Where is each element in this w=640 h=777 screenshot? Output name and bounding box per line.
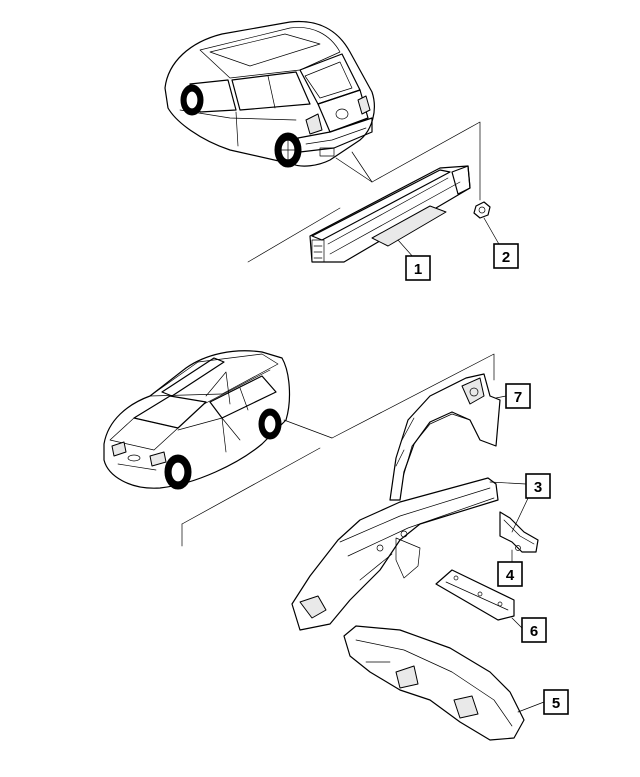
rear-floor-side-rail bbox=[291, 477, 499, 631]
bracket bbox=[499, 511, 539, 553]
leader-callout-3b bbox=[511, 493, 531, 533]
svg-text:7: 7 bbox=[514, 389, 522, 406]
vehicle-front-view bbox=[103, 350, 291, 490]
svg-text:2: 2 bbox=[502, 249, 510, 266]
callout-3: 3 bbox=[525, 473, 551, 499]
leader-callout-6 bbox=[511, 617, 523, 629]
leader-callout-1 bbox=[397, 239, 415, 259]
callout-5: 5 bbox=[543, 689, 569, 715]
leader-callout-7 bbox=[495, 395, 507, 399]
nut-fastener bbox=[473, 201, 491, 219]
svg-text:4: 4 bbox=[506, 567, 515, 584]
svg-text:6: 6 bbox=[530, 623, 538, 640]
rear-bumper-beam bbox=[309, 165, 471, 263]
callout-7: 7 bbox=[505, 383, 531, 409]
callout-6: 6 bbox=[521, 617, 547, 643]
reinforcement-plate bbox=[435, 569, 515, 621]
callout-4: 4 bbox=[497, 561, 523, 587]
rear-floor-crossmember bbox=[343, 625, 525, 741]
callout-2: 2 bbox=[493, 243, 519, 269]
leader-callout-5 bbox=[517, 701, 545, 713]
leader-callout-2 bbox=[483, 217, 501, 247]
vehicle-rear-view bbox=[164, 20, 375, 168]
callout-1: 1 bbox=[405, 255, 431, 281]
wheelhouse-inner-panel bbox=[389, 373, 501, 501]
bottom-leader-lines bbox=[181, 353, 495, 547]
svg-text:3: 3 bbox=[534, 479, 542, 496]
top-leader-lines bbox=[247, 121, 481, 263]
leader-callout-3 bbox=[489, 481, 527, 485]
svg-text:5: 5 bbox=[552, 695, 560, 712]
svg-text:1: 1 bbox=[414, 261, 422, 278]
